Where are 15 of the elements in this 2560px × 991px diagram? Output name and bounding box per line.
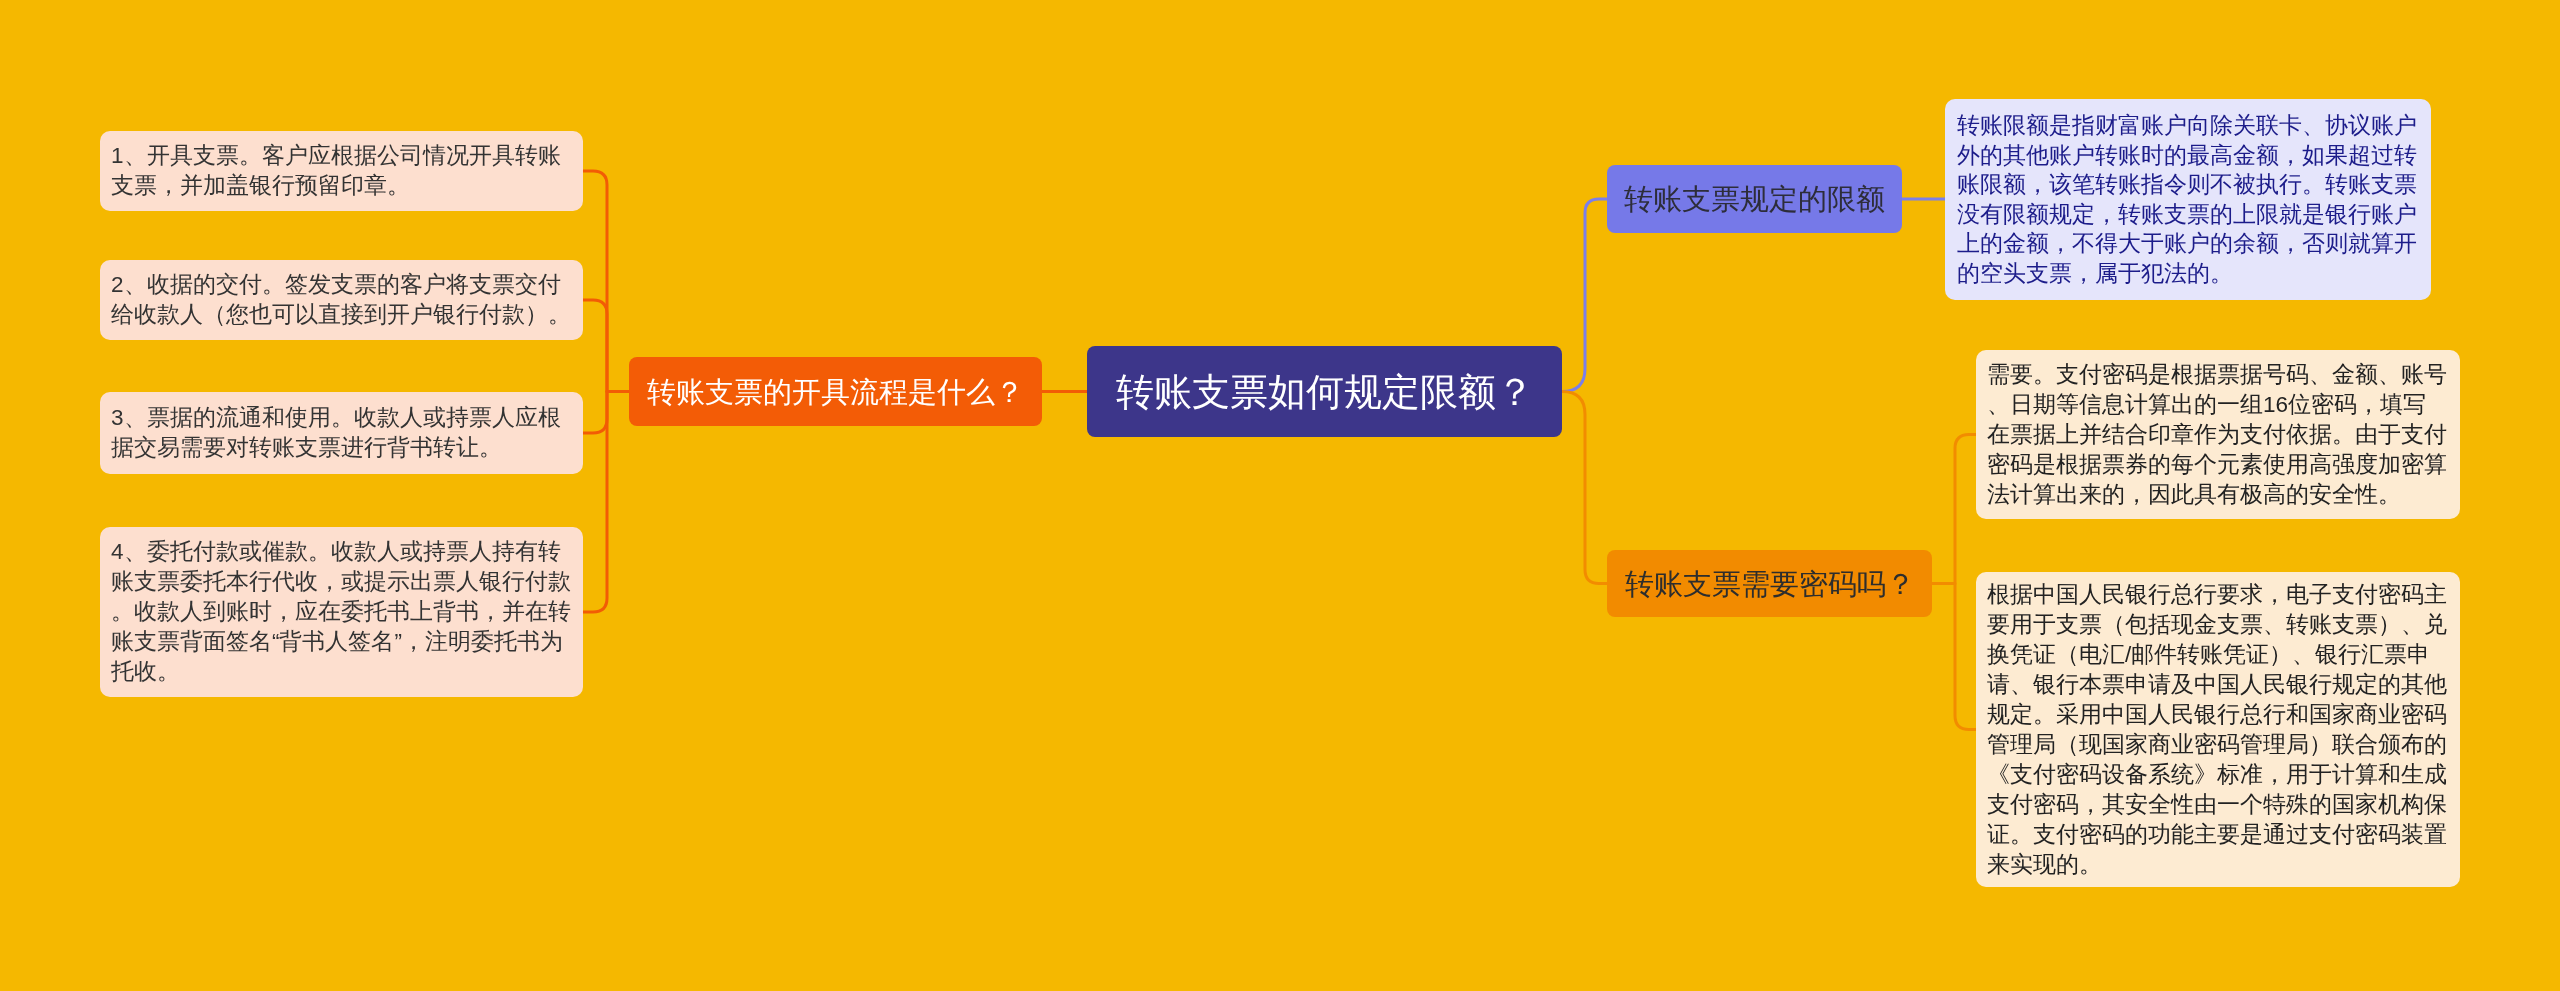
detail-note: 转账限额是指财富账户向除关联卡、协议账户外的其他账户转账时的最高金额，如果超过转账限额，该笔转账指令则不被执行。转账支票没有限额规定，转账支票的上限就是银行账户上的金额，不得大于账户的余额，否则就算开的空头支票，属于犯法的。 bbox=[1945, 99, 2431, 300]
detail-note: 2、收据的交付。签发支票的客户将支票交付给收款人（您也可以直接到开户银行付款）。 bbox=[100, 260, 583, 340]
detail-note: 1、开具支票。客户应根据公司情况开具转账支票，并加盖银行预留印章。 bbox=[100, 131, 583, 211]
branch-topic: 转账支票需要密码吗？ bbox=[1607, 550, 1932, 617]
detail-note: 4、委托付款或催款。收款人或持票人持有转账支票委托本行代收，或提示出票人银行付款。收款人到账时，应在委托书上背书，并在转账支票背面签名“背书人签名”，注明委托书为托收。 bbox=[100, 527, 583, 697]
detail-note: 需要。支付密码是根据票据号码、金额、账号、日期等信息计算出的一组16位密码，填写在票据上并结合印章作为支付依据。由于支付密码是根据票券的每个元素使用高强度加密算法计算出来的，因此具有极高的安全性。 bbox=[1976, 350, 2460, 519]
detail-note: 根据中国人民银行总行要求，电子支付密码主要用于支票（包括现金支票、转账支票）、兑换凭证（电汇/邮件转账凭证）、银行汇票申请、银行本票申请及中国人民银行规定的其他规定。采用中国人民银行总行和国家商业密码管理局（现国家商业密码管理局）联合颁布的《支付密码设备系统》标准，用于计算和生成支付密码，其安全性由一个特殊的国家机构保证。支付密码的功能主要是通过支付密码装置来实现的。 bbox=[1976, 572, 2460, 887]
central-topic: 转账支票如何规定限额？ bbox=[1087, 346, 1562, 437]
branch-topic: 转账支票的开具流程是什么？ bbox=[629, 357, 1042, 426]
detail-note: 3、票据的流通和使用。收款人或持票人应根据交易需要对转账支票进行背书转让。 bbox=[100, 392, 583, 474]
connector-line bbox=[1902, 197, 1945, 201]
connector-line bbox=[1042, 390, 1087, 393]
connector-line bbox=[1561, 390, 1607, 585]
branch-topic: 转账支票规定的限额 bbox=[1607, 165, 1902, 233]
connector-line bbox=[583, 390, 629, 614]
